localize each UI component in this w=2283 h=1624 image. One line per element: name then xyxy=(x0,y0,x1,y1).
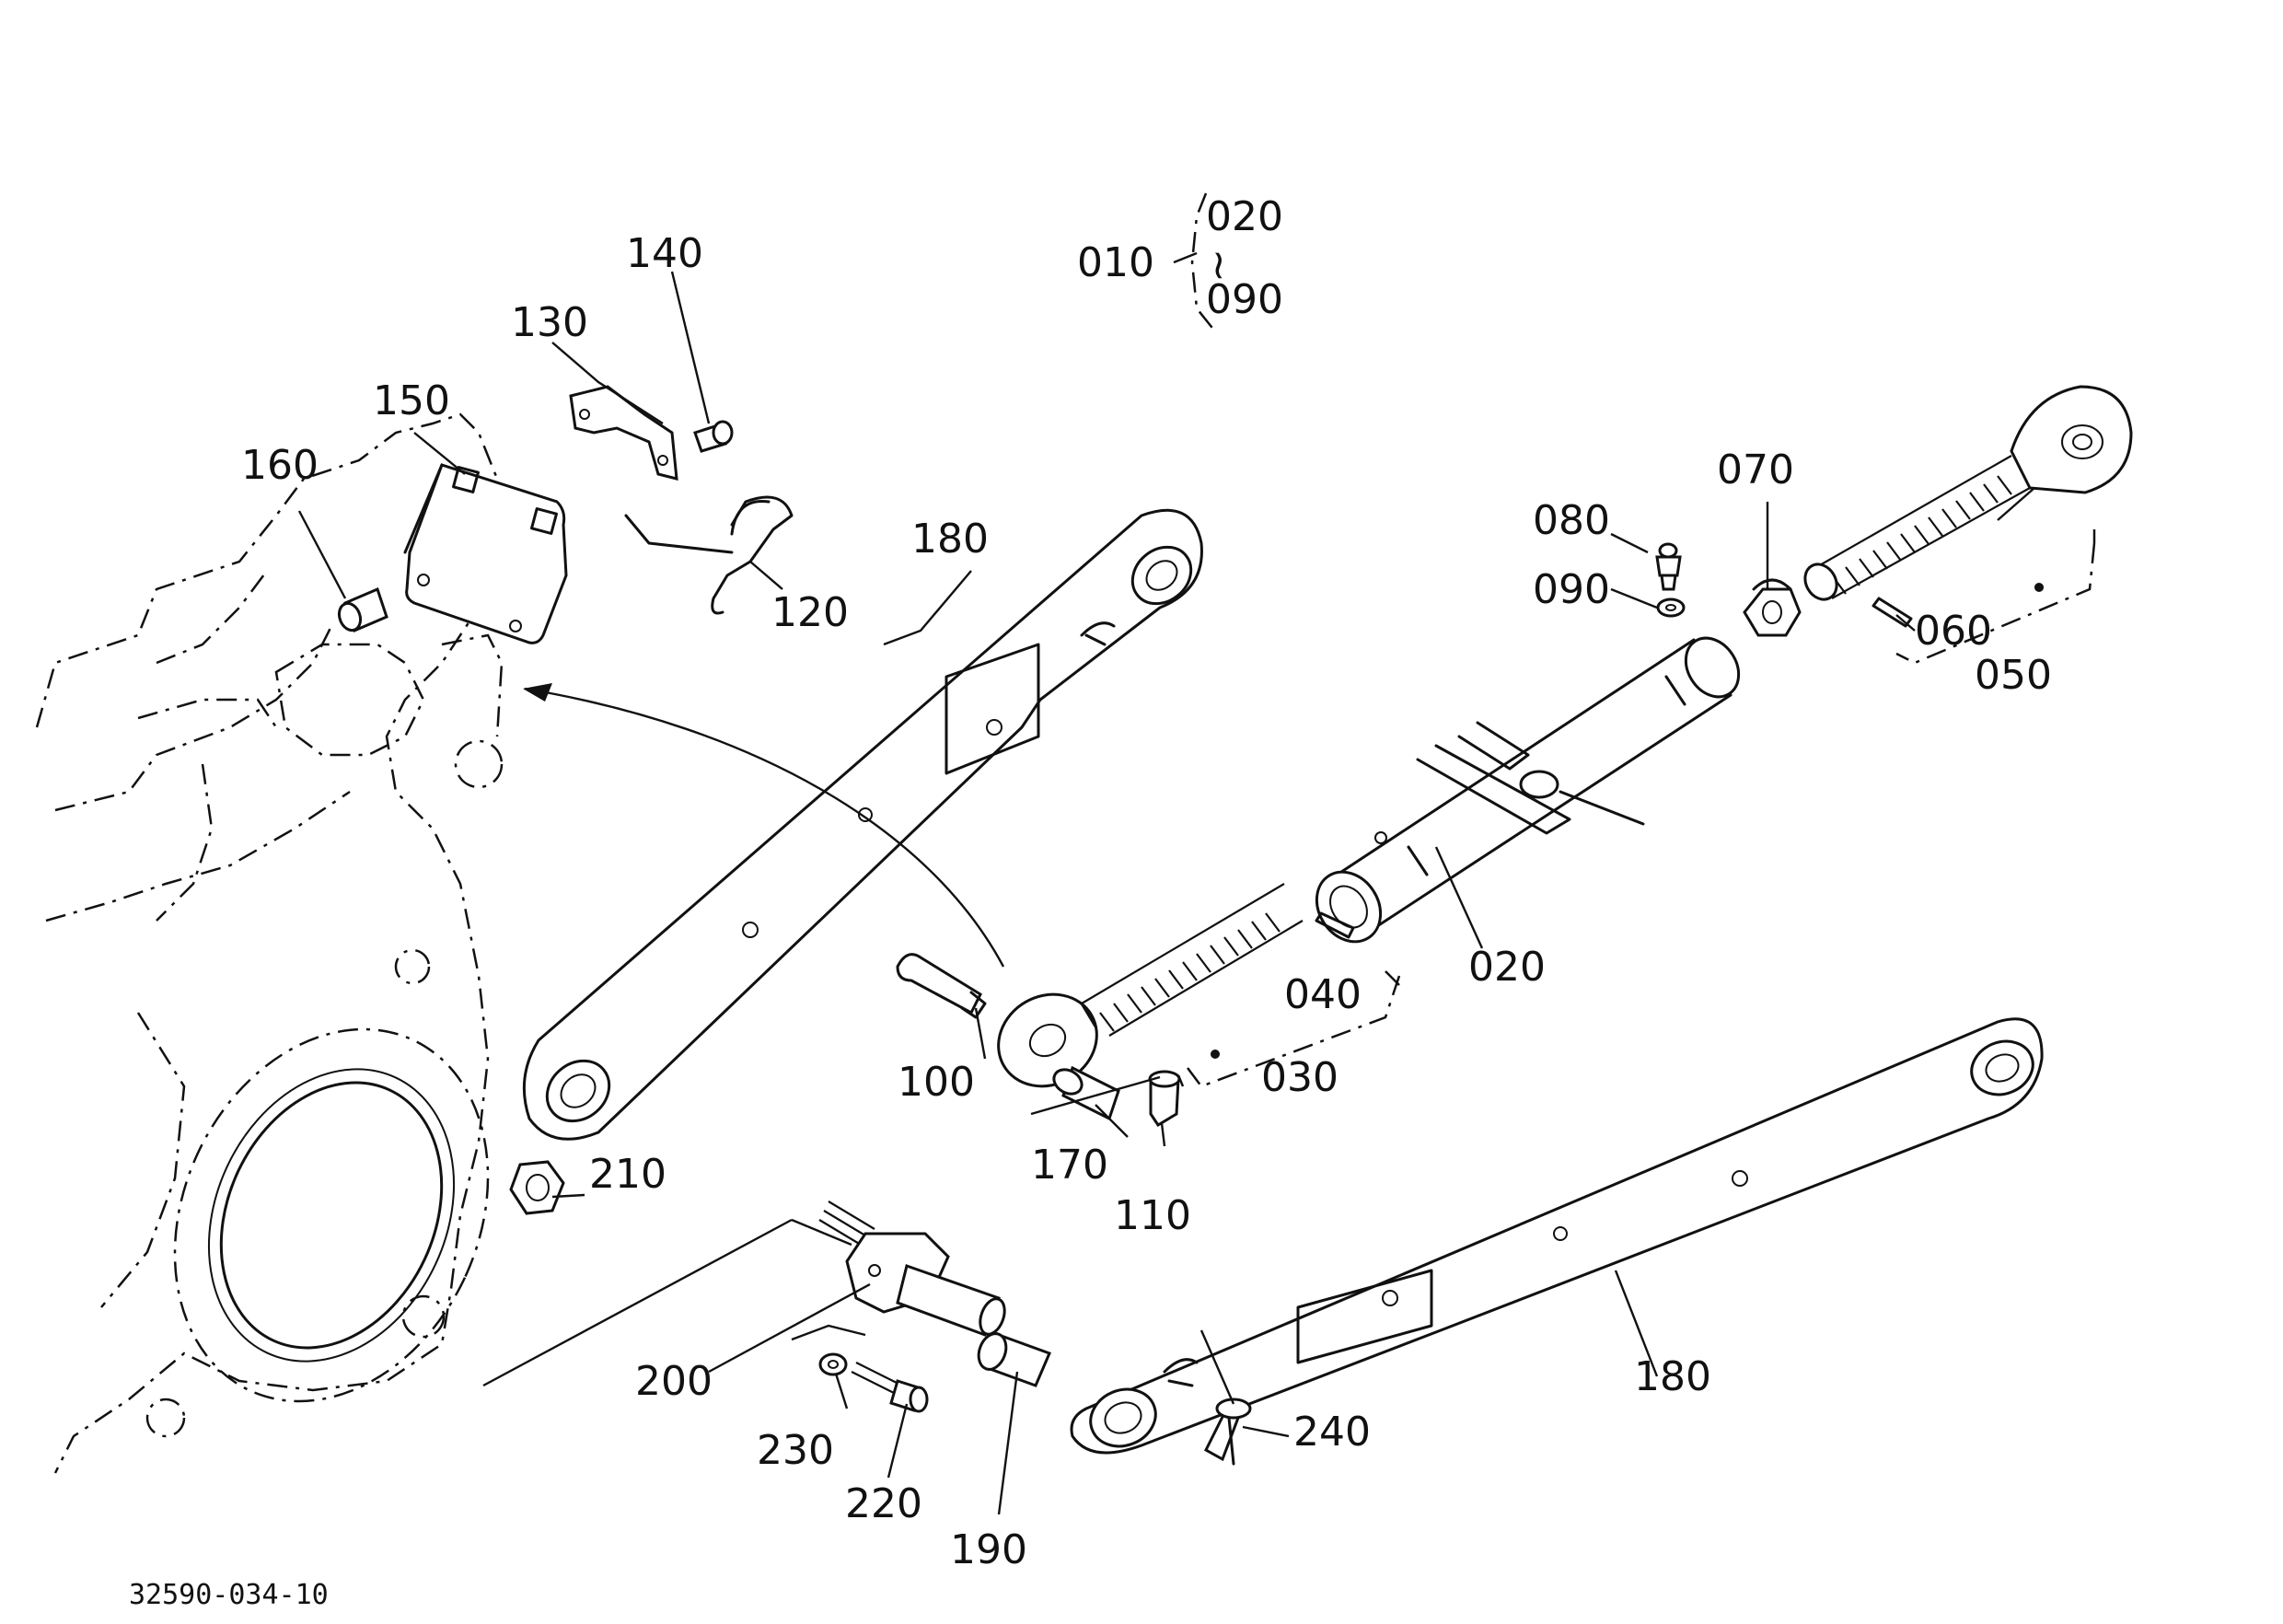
assembly-brace xyxy=(1173,192,1216,332)
callout-050: 050 xyxy=(1975,652,2052,699)
bolt-220 xyxy=(851,1362,929,1413)
callout-090: 090 xyxy=(1533,566,1610,613)
nut-210 xyxy=(509,1160,565,1215)
spring-clip-120 xyxy=(624,495,794,615)
bolt-140 xyxy=(693,420,734,453)
assembly-parent-label: 010 xyxy=(1077,239,1154,286)
bushing-190 xyxy=(977,1332,1052,1387)
callout-200: 200 xyxy=(635,1358,713,1405)
callout-240: 240 xyxy=(1293,1409,1371,1456)
check-pin-240 xyxy=(1204,1398,1252,1466)
bracket-130 xyxy=(569,385,678,481)
callout-120: 120 xyxy=(771,589,849,636)
bracket-150 xyxy=(403,463,568,644)
linch-pin-110 xyxy=(1148,1070,1181,1128)
bush-160 xyxy=(337,586,388,633)
lock-nut-070 xyxy=(1743,578,1802,637)
callout-190: 190 xyxy=(950,1526,1027,1573)
tractor-housing-phantom xyxy=(35,412,508,1474)
callout-210: 210 xyxy=(589,1151,666,1198)
lower-link-upper xyxy=(522,508,1203,1141)
callout-080: 080 xyxy=(1533,497,1610,544)
bushing-170 xyxy=(1052,1065,1120,1121)
top-link-end-050 xyxy=(1803,385,2133,601)
pin-060 xyxy=(1872,597,1913,628)
lower-link-lower xyxy=(1070,1017,2044,1455)
callout-100: 100 xyxy=(898,1059,975,1106)
leader-lines xyxy=(297,271,2096,1515)
assembly-range-start-label: 020 xyxy=(1206,193,1283,240)
callout-220: 220 xyxy=(845,1480,922,1527)
grease-nipple-080 xyxy=(1655,542,1682,591)
drawing-code: 32590-034-10 xyxy=(129,1579,329,1611)
top-link-tube xyxy=(1315,636,1741,944)
callout-040: 040 xyxy=(1284,971,1362,1018)
callout-180-upper: 180 xyxy=(911,516,989,563)
callout-060: 060 xyxy=(1915,608,1992,655)
callout-160: 160 xyxy=(241,442,319,489)
pin-100 xyxy=(896,953,987,1019)
washer-230 xyxy=(818,1352,848,1376)
callout-070: 070 xyxy=(1717,447,1794,493)
callout-140: 140 xyxy=(626,230,703,277)
callout-180-lower: 180 xyxy=(1634,1353,1711,1400)
assembly-range-sep: ~ xyxy=(1196,249,1243,283)
callout-110: 110 xyxy=(1114,1192,1191,1239)
assembly-arrowhead xyxy=(523,683,552,702)
callout-030-shown: 030 xyxy=(1261,1054,1339,1101)
assembly-range-end-label: 090 xyxy=(1206,276,1283,323)
callout-230: 230 xyxy=(757,1427,834,1474)
callout-150: 150 xyxy=(373,377,450,424)
washer-090 xyxy=(1656,597,1686,618)
pin-040 xyxy=(1315,911,1355,939)
assembly-arrow xyxy=(524,687,1005,968)
callout-170: 170 xyxy=(1031,1142,1108,1189)
callout-130: 130 xyxy=(511,299,588,346)
callout-020: 020 xyxy=(1468,944,1546,991)
shaft-200 xyxy=(818,1201,1006,1337)
top-link-end-030 xyxy=(997,883,1304,1088)
